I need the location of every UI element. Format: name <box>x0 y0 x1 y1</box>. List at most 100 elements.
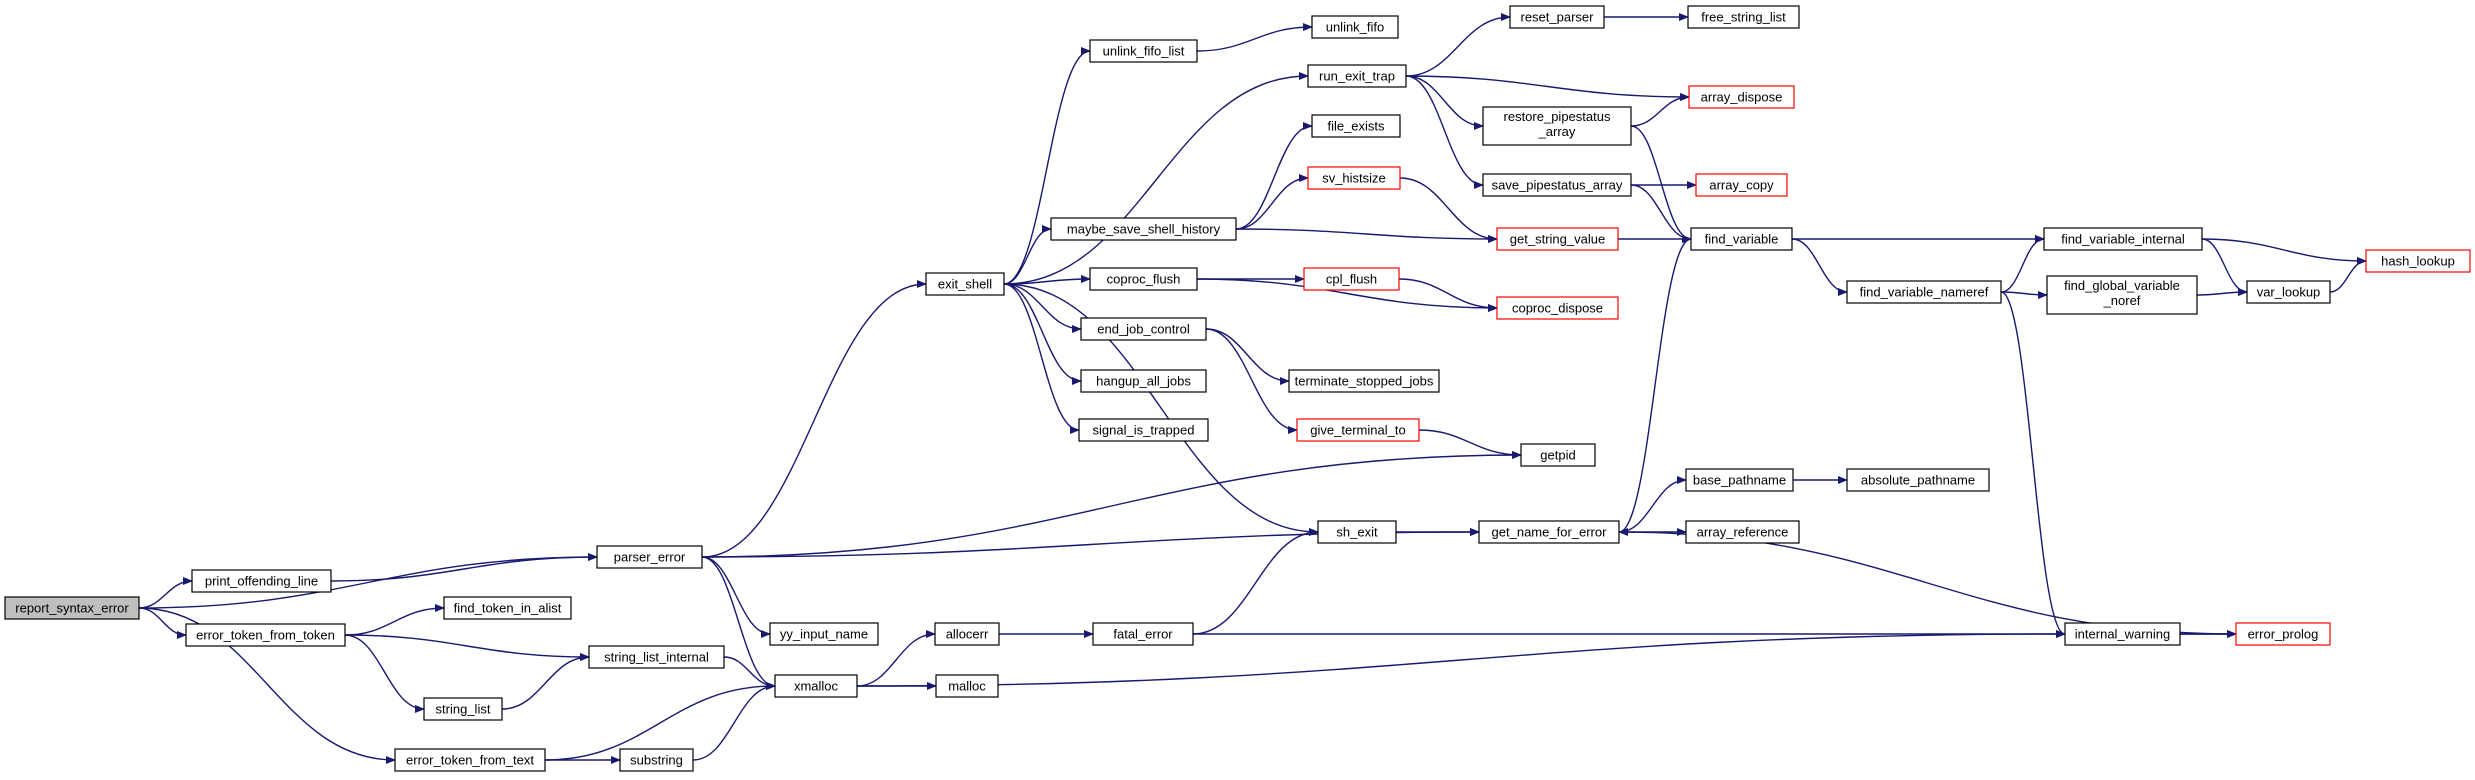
node-box-free_string_list <box>1687 5 1800 29</box>
node-box-string_list_internal <box>588 645 725 669</box>
edge-find_variable_nameref-to-internal_warning <box>2000 291 2066 638</box>
node-yy_input_name[interactable]: yy_input_name <box>769 622 879 646</box>
node-label-xmalloc: xmalloc <box>794 679 839 694</box>
node-box-substring <box>619 748 694 772</box>
node-find_variable_internal[interactable]: find_variable_internal <box>2043 227 2203 251</box>
node-substring[interactable]: substring <box>619 748 694 772</box>
node-box-parser_error <box>596 545 703 569</box>
node-find_global_variable_noref[interactable]: find_global_variable_noref <box>2046 275 2198 315</box>
node-save_pipestatus_array[interactable]: save_pipestatus_array <box>1482 173 1632 197</box>
node-free_string_list[interactable]: free_string_list <box>1687 5 1800 29</box>
node-label-error_token_from_token: error_token_from_token <box>196 628 335 643</box>
edge-substring-to-xmalloc <box>692 682 776 761</box>
node-label-file_exists: file_exists <box>1327 119 1385 134</box>
edge-error_token_from_token-to-find_token_in_alist <box>344 604 445 636</box>
node-reset_parser[interactable]: reset_parser <box>1509 5 1605 29</box>
node-label-internal_warning: internal_warning <box>2075 627 2170 642</box>
node-unlink_fifo_list[interactable]: unlink_fifo_list <box>1089 39 1198 63</box>
node-exit_shell[interactable]: exit_shell <box>925 272 1005 296</box>
node-label-free_string_list: free_string_list <box>1701 10 1786 25</box>
node-box-array_dispose <box>1688 85 1795 109</box>
node-hangup_all_jobs[interactable]: hangup_all_jobs <box>1080 369 1207 393</box>
node-malloc[interactable]: malloc <box>935 674 999 698</box>
node-run_exit_trap[interactable]: run_exit_trap <box>1307 64 1407 88</box>
node-parser_error[interactable]: parser_error <box>596 545 703 569</box>
node-box-array_copy <box>1695 173 1788 197</box>
node-box-allocerr <box>934 622 1000 646</box>
node-box-restore_pipestatus_array <box>1482 106 1632 146</box>
node-box-terminate_stopped_jobs <box>1288 369 1440 393</box>
node-get_name_for_error[interactable]: get_name_for_error <box>1478 520 1620 544</box>
node-get_string_value[interactable]: get_string_value <box>1496 227 1619 251</box>
node-find_variable[interactable]: find_variable <box>1690 227 1793 251</box>
edge-run_exit_trap-to-restore_pipestatus_array <box>1405 75 1484 130</box>
node-absolute_pathname[interactable]: absolute_pathname <box>1846 468 1990 492</box>
node-file_exists[interactable]: file_exists <box>1311 114 1401 138</box>
node-restore_pipestatus_array[interactable]: restore_pipestatus_array <box>1482 106 1632 146</box>
node-array_dispose[interactable]: array_dispose <box>1688 85 1795 109</box>
node-label-coproc_flush: coproc_flush <box>1107 272 1181 287</box>
node-label-restore_pipestatus_array: restore_pipestatus_array <box>1504 109 1611 139</box>
node-box-give_terminal_to <box>1296 418 1420 442</box>
node-label-print_offending_line: print_offending_line <box>205 574 318 589</box>
node-error_token_from_token[interactable]: error_token_from_token <box>185 623 346 647</box>
node-terminate_stopped_jobs[interactable]: terminate_stopped_jobs <box>1288 369 1440 393</box>
edge-cpl_flush-to-coproc_dispose <box>1398 278 1498 312</box>
node-var_lookup[interactable]: var_lookup <box>2246 280 2331 304</box>
edge-maybe_save_shell_history-to-sv_histsize <box>1235 174 1309 230</box>
node-label-coproc_dispose: coproc_dispose <box>1512 301 1603 316</box>
node-print_offending_line[interactable]: print_offending_line <box>191 569 332 593</box>
edge-save_pipestatus_array-to-find_variable <box>1630 184 1692 243</box>
node-array_reference[interactable]: array_reference <box>1685 520 1800 544</box>
edge-error_token_from_text-to-xmalloc <box>544 682 776 761</box>
node-xmalloc[interactable]: xmalloc <box>774 674 858 698</box>
node-sh_exit[interactable]: sh_exit <box>1317 520 1397 544</box>
node-box-reset_parser <box>1509 5 1605 29</box>
node-label-array_copy: array_copy <box>1709 178 1774 193</box>
edge-find_global_variable_noref-to-var_lookup <box>2196 288 2248 297</box>
node-coproc_dispose[interactable]: coproc_dispose <box>1496 296 1619 320</box>
node-signal_is_trapped[interactable]: signal_is_trapped <box>1078 418 1209 442</box>
edge-exit_shell-to-sh_exit <box>1003 283 1319 536</box>
node-string_list_internal[interactable]: string_list_internal <box>588 645 725 669</box>
node-label-find_variable: find_variable <box>1705 232 1779 247</box>
node-coproc_flush[interactable]: coproc_flush <box>1089 267 1198 291</box>
node-fatal_error[interactable]: fatal_error <box>1092 622 1194 646</box>
node-box-run_exit_trap <box>1307 64 1407 88</box>
edge-restore_pipestatus_array-to-find_variable <box>1630 125 1692 243</box>
edge-maybe_save_shell_history-to-get_string_value <box>1235 228 1498 243</box>
node-find_token_in_alist[interactable]: find_token_in_alist <box>443 596 572 620</box>
node-error_token_from_text[interactable]: error_token_from_text <box>394 748 546 772</box>
node-string_list[interactable]: string_list <box>423 697 503 721</box>
node-maybe_save_shell_history[interactable]: maybe_save_shell_history <box>1050 217 1237 241</box>
edge-string_list_internal-to-xmalloc <box>723 656 776 690</box>
node-label-unlink_fifo: unlink_fifo <box>1326 20 1385 35</box>
node-box-find_token_in_alist <box>443 596 572 620</box>
node-box-error_token_from_token <box>185 623 346 647</box>
node-base_pathname[interactable]: base_pathname <box>1685 468 1794 492</box>
node-unlink_fifo[interactable]: unlink_fifo <box>1311 15 1399 39</box>
node-box-end_job_control <box>1080 317 1207 341</box>
node-find_variable_nameref[interactable]: find_variable_nameref <box>1846 280 2002 304</box>
node-sv_histsize[interactable]: sv_histsize <box>1307 166 1401 190</box>
node-box-unlink_fifo_list <box>1089 39 1198 63</box>
edge-end_job_control-to-terminate_stopped_jobs <box>1205 328 1290 385</box>
node-cpl_flush[interactable]: cpl_flush <box>1303 267 1400 291</box>
edge-report_syntax_error-to-error_token_from_token <box>138 607 187 639</box>
node-allocerr[interactable]: allocerr <box>934 622 1000 646</box>
node-internal_warning[interactable]: internal_warning <box>2064 622 2181 646</box>
node-give_terminal_to[interactable]: give_terminal_to <box>1296 418 1420 442</box>
edge-end_job_control-to-give_terminal_to <box>1205 328 1298 434</box>
node-getpid[interactable]: getpid <box>1520 443 1596 467</box>
node-report_syntax_error[interactable]: report_syntax_error <box>4 596 140 620</box>
node-box-sv_histsize <box>1307 166 1401 190</box>
node-label-substring: substring <box>630 753 683 768</box>
edge-parser_error-to-xmalloc <box>701 556 776 690</box>
node-array_copy[interactable]: array_copy <box>1695 173 1788 197</box>
node-error_prolog[interactable]: error_prolog <box>2235 622 2331 646</box>
node-end_job_control[interactable]: end_job_control <box>1080 317 1207 341</box>
node-hash_lookup[interactable]: hash_lookup <box>2365 249 2471 273</box>
node-label-find_token_in_alist: find_token_in_alist <box>454 601 562 616</box>
node-box-string_list <box>423 697 503 721</box>
